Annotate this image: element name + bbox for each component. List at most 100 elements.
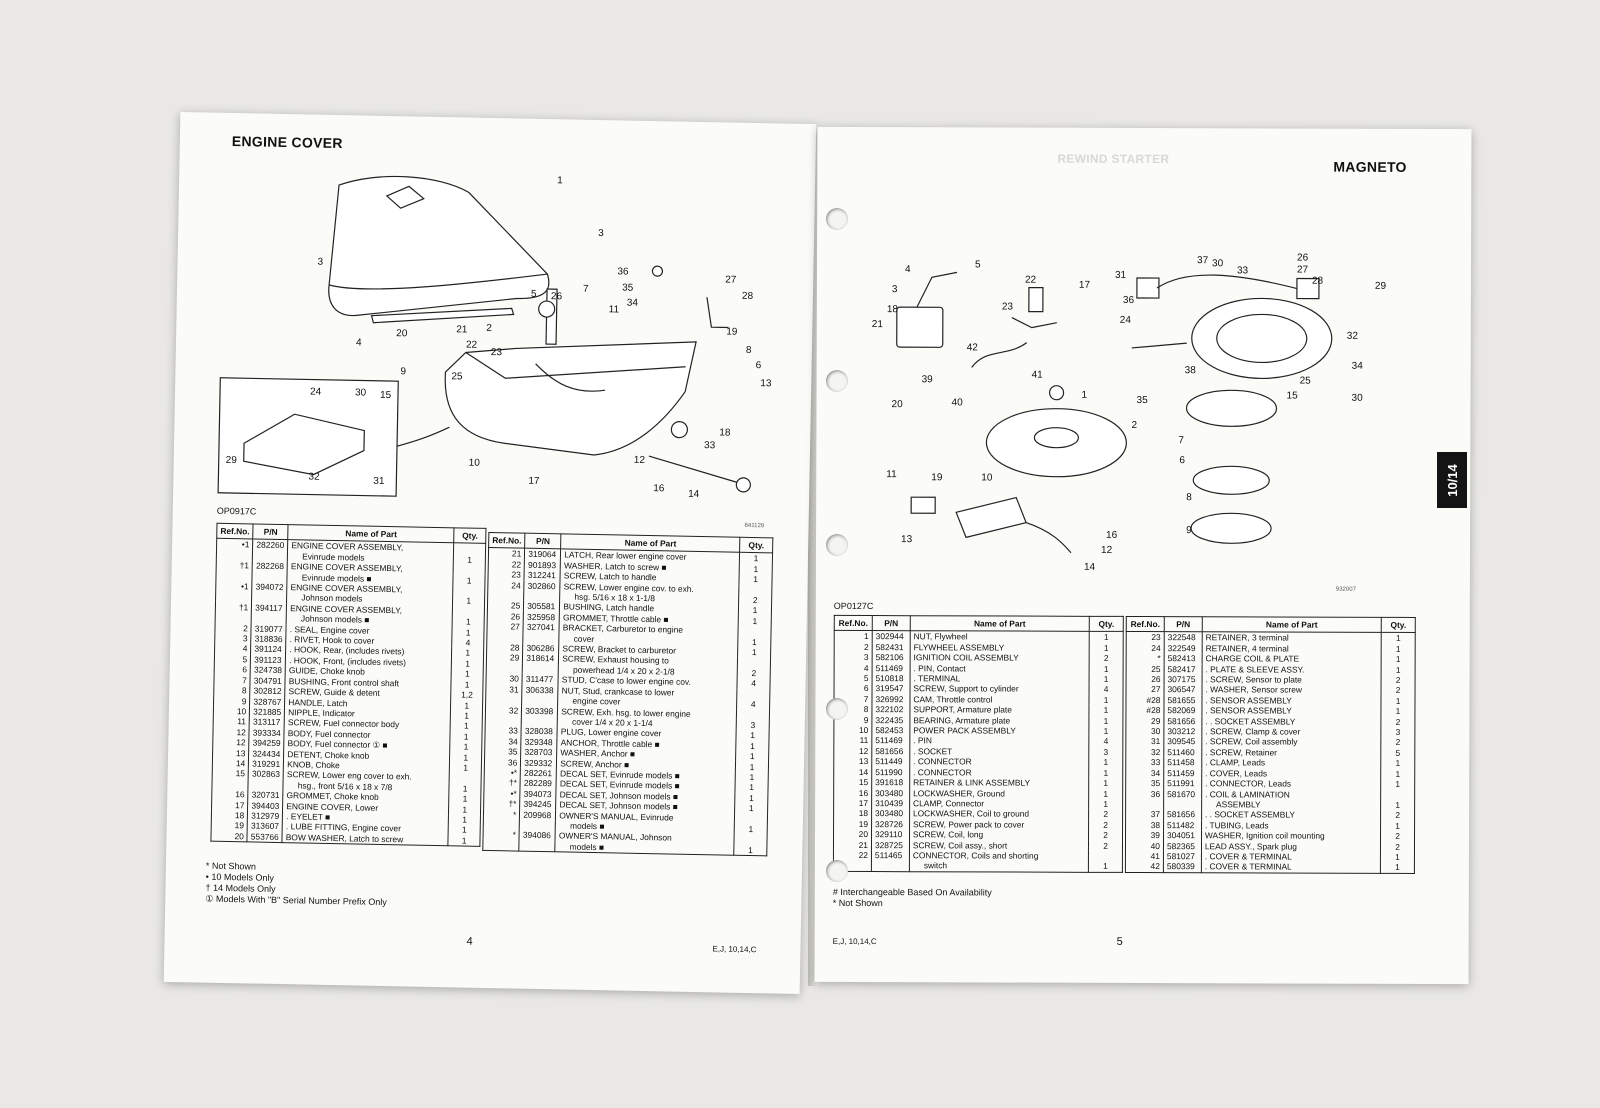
callout-39: 39 xyxy=(922,374,934,385)
ignition-coil-shape xyxy=(896,306,944,348)
table-cell-pn: 305581 xyxy=(523,601,560,613)
table-cell-qty: 1 xyxy=(734,792,768,804)
callout-41: 41 xyxy=(1032,370,1044,381)
table-cell-ref: 2 xyxy=(214,622,252,634)
table-cell-qty: 1 xyxy=(1380,820,1415,832)
table-cell-ref: 14 xyxy=(833,766,872,778)
table-cell-ref: 33 xyxy=(1125,757,1164,768)
table-cell-ref: 16 xyxy=(833,787,872,798)
table-cell-pn: 328725 xyxy=(871,839,910,851)
table-cell-pn: 582413 xyxy=(1164,653,1203,664)
callout-14: 14 xyxy=(688,489,700,500)
table-cell-ref xyxy=(215,591,253,603)
table-cell-nm: LOCKWASHER, Ground xyxy=(909,787,1089,799)
table-cell-nm: . SENSOR ASSEMBLY xyxy=(1201,705,1382,717)
table-cell-qty: 1 xyxy=(450,730,483,743)
table-cell-ref: 6 xyxy=(834,683,873,694)
table-cell-qty: 1 xyxy=(1380,778,1415,790)
table-cell-pn: 302860 xyxy=(524,580,561,592)
table-cell-ref xyxy=(215,570,253,582)
table-cell-pn: 582106 xyxy=(872,652,911,663)
table-cell-ref xyxy=(216,549,253,561)
table-cell-ref: 28 xyxy=(486,642,524,654)
table-cell-nm: RETAINER, 3 terminal xyxy=(1202,632,1382,644)
table-cell-pn: 511449 xyxy=(871,756,910,767)
table-cell-qty: 2 xyxy=(1088,829,1123,841)
table-cell-qty: 1 xyxy=(449,751,482,763)
table-cell-pn xyxy=(521,715,558,727)
table-cell-qty: 1 xyxy=(737,646,771,658)
table-cell-qty: 1 xyxy=(450,741,482,753)
callout-35: 35 xyxy=(1137,395,1149,406)
connector-shape xyxy=(1028,286,1044,313)
callout-3: 3 xyxy=(598,228,604,239)
table-cell-qty: 1 xyxy=(451,647,484,659)
table-cell-qty: 1 xyxy=(1088,861,1123,873)
coil-lead-line xyxy=(916,271,958,308)
table-cell-pn: 320731 xyxy=(248,789,284,801)
table-cell-pn: 393334 xyxy=(249,727,285,739)
callout-17: 17 xyxy=(528,476,540,487)
callout-2: 2 xyxy=(1131,420,1137,431)
table-cell-ref: 12 xyxy=(212,736,250,748)
col-pn: P/N xyxy=(524,533,562,550)
table-cell-pn: 391123 xyxy=(250,654,286,666)
callout-13: 13 xyxy=(901,534,913,545)
page-number: 5 xyxy=(1116,935,1123,948)
table-cell-qty: 2 xyxy=(1380,737,1415,748)
table-cell-ref: 16 xyxy=(211,788,249,800)
table-cell-ref: 26 xyxy=(1126,673,1165,685)
table-cell-qty: 1 xyxy=(451,658,484,670)
callout-38: 38 xyxy=(1185,365,1197,376)
table-cell-pn: 282261 xyxy=(520,767,557,779)
table-cell-ref xyxy=(482,839,520,852)
table-cell-pn: 306286 xyxy=(522,642,560,654)
table-cell-nm: NUT, Flywheel xyxy=(910,631,1090,643)
callout-4: 4 xyxy=(905,264,911,275)
table-cell-pn: 304051 xyxy=(1163,830,1202,841)
sensor-shape xyxy=(1296,277,1320,300)
table-cell-qty: 1 xyxy=(1381,632,1416,644)
table-cell-qty: 1 xyxy=(1088,767,1123,779)
table-cell-nm: . TUBING, Leads xyxy=(1201,819,1381,831)
table-cell-ref: 10 xyxy=(833,724,872,736)
table-cell-ref xyxy=(1125,798,1164,810)
table-cell-qty: 1 xyxy=(449,783,482,795)
table-cell-qty: 2 xyxy=(1380,830,1415,842)
table-cell-nm: WASHER, Ignition coil mounting xyxy=(1201,830,1381,842)
flywheel-shape xyxy=(985,408,1127,478)
table-cell-ref xyxy=(486,631,524,643)
table-cell-pn: 303480 xyxy=(871,787,910,799)
table-cell-ref: 6 xyxy=(214,664,251,676)
table-cell-nm: ASSEMBLY xyxy=(1201,799,1381,811)
table-cell-nm: . SCREW, Coil assembly xyxy=(1201,736,1382,748)
table-cell-pn: 282268 xyxy=(252,560,288,572)
table-cell-pn: 394245 xyxy=(519,798,557,810)
table-cell-qty: 1 xyxy=(1089,705,1123,716)
table-cell-qty: 1 xyxy=(453,554,486,566)
lead-line xyxy=(1011,317,1057,329)
table-cell-ref: 3 xyxy=(834,652,873,663)
table-cell-ref: 25 xyxy=(1126,663,1165,675)
table-cell-ref: 14 xyxy=(212,757,249,769)
table-cell-qty: 1 xyxy=(734,802,768,814)
table-cell-pn: 582431 xyxy=(872,641,911,653)
figure-id: OP0917C xyxy=(216,505,257,517)
table-cell-qty xyxy=(453,564,486,576)
table-cell-pn: 511469 xyxy=(872,662,911,674)
anchor-washer-shape xyxy=(651,265,664,277)
callout-36: 36 xyxy=(617,266,629,277)
table-cell-ref: 26 xyxy=(487,610,524,622)
footnote: ① Models With "B" Serial Number Prefix O… xyxy=(205,893,387,908)
callout-1: 1 xyxy=(557,175,563,186)
table-cell-nm: SUPPORT, Armature plate xyxy=(909,704,1090,716)
callout-22: 22 xyxy=(1025,275,1037,286)
table-cell-qty: 1 xyxy=(1089,642,1124,654)
table-cell-qty: 1 xyxy=(738,605,772,617)
